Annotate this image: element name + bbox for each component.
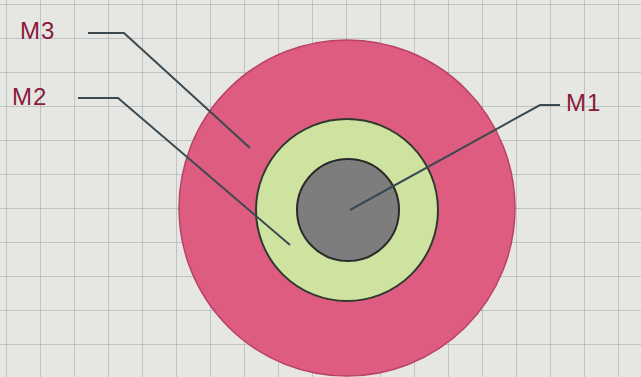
inner-core xyxy=(297,159,399,261)
part-label: M3 xyxy=(20,18,55,44)
leader-line xyxy=(350,105,560,210)
leader-line xyxy=(88,33,250,148)
part-label: M2 xyxy=(12,84,47,110)
leader-line xyxy=(78,98,290,245)
part-label: M1 xyxy=(566,90,601,116)
middle-layer xyxy=(256,119,438,301)
outer-layer xyxy=(179,40,515,376)
